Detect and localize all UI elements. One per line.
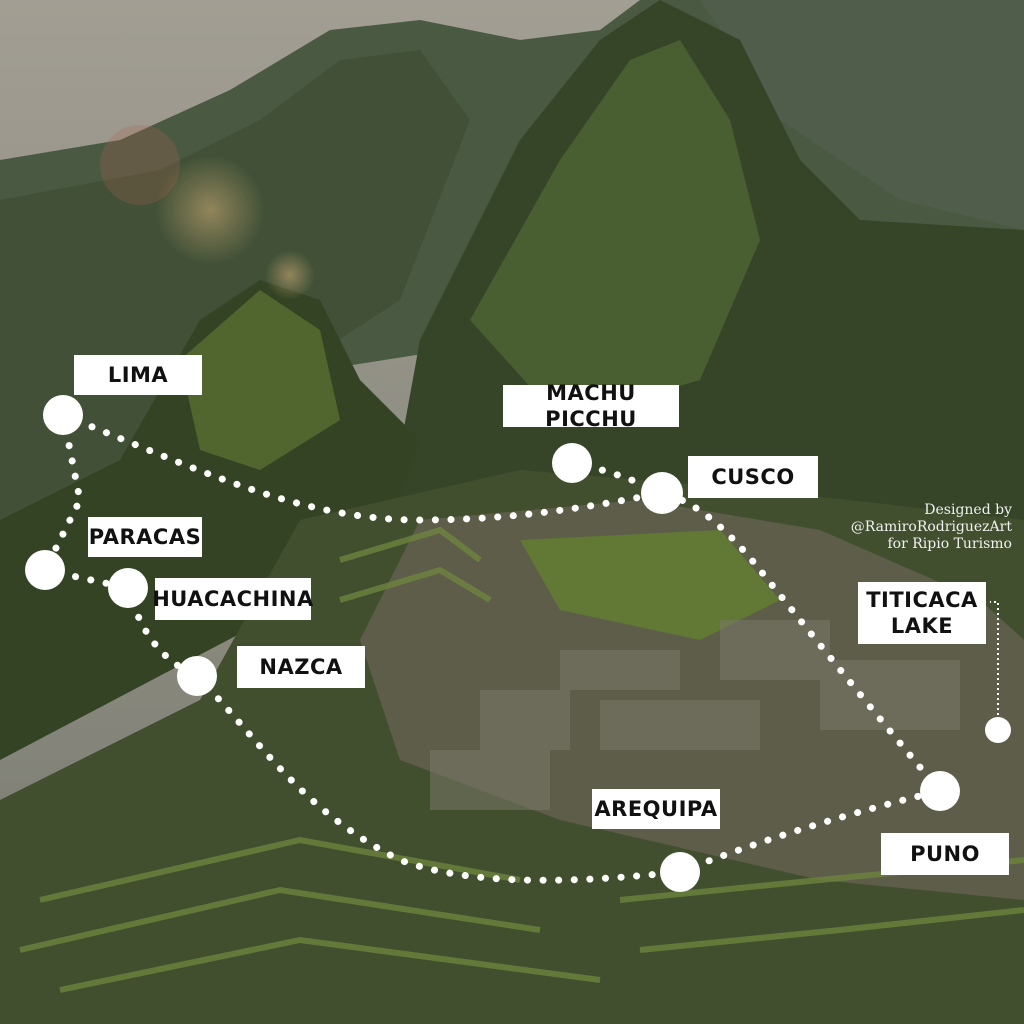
label-machu-picchu: MACHU PICCHU <box>503 381 679 431</box>
node-nazca <box>177 656 217 696</box>
route-nazca-arequipa <box>193 672 684 884</box>
label-paracas: PARACAS <box>88 517 202 557</box>
node-machu-picchu <box>552 443 592 483</box>
route-lima-cusco <box>59 411 666 524</box>
titicaca-connector <box>990 601 999 730</box>
route-puno-cusco <box>658 489 944 795</box>
node-puno <box>920 771 960 811</box>
node-titicaca-lake <box>985 717 1011 743</box>
node-paracas <box>25 550 65 590</box>
label-arequipa: AREQUIPA <box>592 789 720 829</box>
label-lima: LIMA <box>74 355 202 395</box>
node-huacachina <box>108 568 148 608</box>
label-puno: PUNO <box>881 833 1009 875</box>
route-arequipa-puno <box>676 787 944 876</box>
credit-line-1: Designed by <box>924 502 1012 518</box>
route-lima-paracas <box>41 411 84 574</box>
label-cusco: CUSCO <box>688 456 818 498</box>
credit-line-2: @RamiroRodriguezArt <box>850 519 1012 535</box>
route-machu-picchu-cusco <box>568 459 666 497</box>
node-arequipa <box>660 852 700 892</box>
label-huacachina: HUACACHINA <box>152 578 313 620</box>
designer-credit: Designed by @RamiroRodriguezArt for Ripi… <box>822 502 1012 553</box>
node-lima <box>43 395 83 435</box>
credit-line-3: for Ripio Turismo <box>887 536 1012 552</box>
label-titicaca-lake: TITICACA LAKE <box>858 582 986 644</box>
label-nazca: NAZCA <box>237 646 365 688</box>
node-cusco <box>641 472 683 514</box>
